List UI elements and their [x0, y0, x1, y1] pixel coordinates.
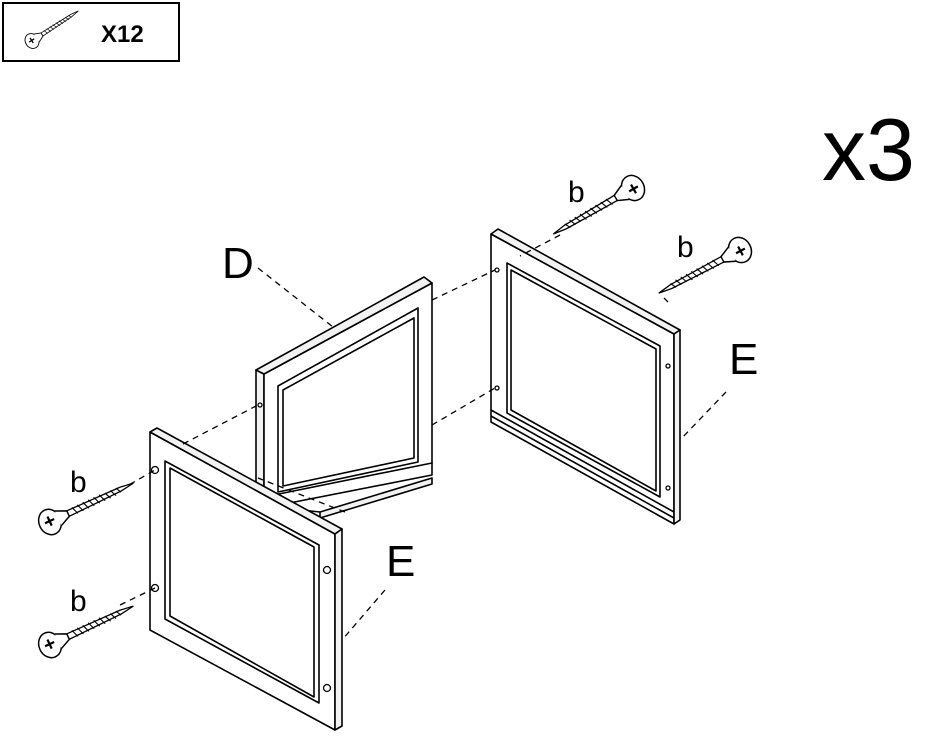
screw-icon	[33, 470, 140, 540]
screw-icon	[33, 593, 140, 663]
parts-box: X12	[2, 2, 180, 62]
assembly-multiplier: x3	[822, 100, 915, 199]
panel-e-right-label: E	[729, 335, 758, 384]
panel-d	[255, 276, 433, 519]
screw-label: b	[70, 466, 87, 499]
panel-e-right	[490, 228, 681, 525]
screw-label: b	[677, 231, 694, 264]
panel-e-left-label: E	[386, 537, 415, 586]
screw-label: b	[70, 585, 87, 618]
panel-d-label: D	[222, 239, 254, 288]
screw-icon	[545, 170, 651, 247]
screw-quantity: X12	[101, 21, 144, 48]
panel-e-left	[149, 427, 343, 731]
assembly-guides	[119, 234, 669, 606]
screw-icon	[651, 232, 757, 306]
screw-label: b	[568, 176, 585, 209]
